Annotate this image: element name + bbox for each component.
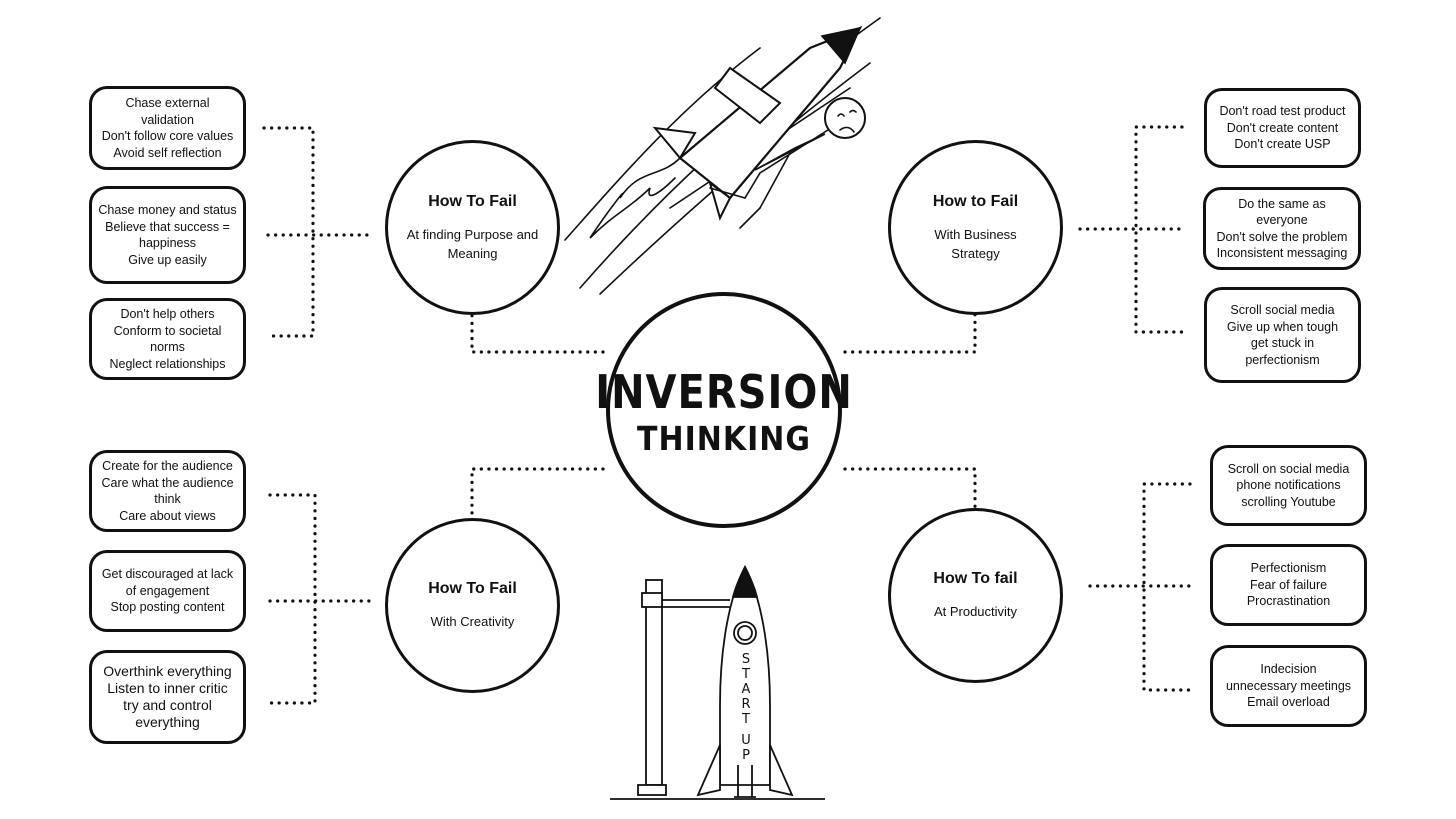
- item-line: Overthink everything: [103, 663, 232, 679]
- inversion-thinking-center: INVERSION THINKING: [595, 292, 852, 528]
- item-line: think: [154, 492, 181, 506]
- item-line: Inconsistent messaging: [1216, 246, 1348, 260]
- item-line: Perfectionism: [1250, 561, 1327, 576]
- rocket-letter: U: [741, 733, 751, 748]
- rocket-letter: P: [742, 748, 750, 763]
- node-subtitle: With Business Strategy: [934, 226, 1017, 261]
- item-line: Don't create USP: [1234, 137, 1331, 152]
- productivity-item-box: Perfectionism Fear of failure Procrastin…: [1210, 544, 1367, 626]
- purpose-item-box: Chase money and status Believe that succ…: [89, 186, 246, 284]
- launch-rocket-illustration: [610, 565, 825, 800]
- rocket-letter: R: [741, 697, 751, 712]
- creativity-connector: [268, 493, 317, 705]
- node-subtitle: With Creativity: [430, 614, 515, 629]
- rocket-letter: S: [741, 652, 751, 667]
- flying-rocket-illustration: [564, 17, 881, 295]
- item-line: perfectionism: [1245, 352, 1320, 367]
- item-line: try and control: [123, 697, 212, 713]
- item-line: Don't road test product: [1219, 104, 1346, 119]
- item-line: Get discouraged at lack: [101, 567, 234, 582]
- node-creativity: How To Fail With Creativity: [385, 518, 560, 693]
- item-line: Give up when tough: [1226, 319, 1339, 334]
- creativity-item-box: Overthink everything Listen to inner cri…: [89, 650, 246, 744]
- item-line: happiness: [139, 236, 196, 250]
- item-line: Chase external: [125, 96, 210, 110]
- item-line: Neglect relationships: [109, 356, 226, 371]
- node-subtitle: At finding Purpose and Meaning: [406, 226, 539, 261]
- business-item-box: Don't road test product Don't create con…: [1204, 88, 1361, 168]
- item-line: Don't solve the problem: [1216, 229, 1348, 244]
- item-line: Chase money and status: [98, 203, 237, 217]
- item-line: Stop posting content: [110, 600, 225, 615]
- item-line: Scroll social media: [1230, 303, 1335, 317]
- purpose-item-box: Chase external validation Don't follow c…: [89, 86, 246, 170]
- item-line: Don't create content: [1226, 120, 1339, 135]
- business-connector: [1134, 125, 1184, 334]
- item-line: unnecessary meetings: [1225, 678, 1352, 693]
- node-purpose: How To Fail At finding Purpose and Meani…: [385, 140, 560, 315]
- item-line: get stuck in: [1250, 336, 1315, 350]
- center-title-line1: INVERSION: [595, 366, 853, 419]
- item-line: of engagement: [125, 583, 210, 598]
- item-line: Give up easily: [128, 252, 207, 267]
- node-title: How to Fail: [932, 192, 1019, 210]
- item-line: Fear of failure: [1249, 577, 1328, 592]
- item-line: norms: [150, 340, 185, 354]
- node-title: How To Fail: [428, 192, 517, 210]
- item-line: Scroll on social media: [1227, 461, 1350, 476]
- item-line: Do the same as everyone: [1238, 196, 1326, 228]
- rocket-label: S T A R T U P: [738, 652, 754, 763]
- node-title: How To Fail: [428, 580, 517, 597]
- purpose-item-box: Don't help others Conform to societal no…: [89, 298, 246, 380]
- productivity-connector: [1142, 482, 1192, 692]
- item-line: validation: [141, 112, 194, 127]
- item-line: Email overload: [1247, 695, 1330, 710]
- item-line: Procrastination: [1246, 594, 1331, 609]
- productivity-item-box: Scroll on social media phone notificatio…: [1210, 445, 1367, 526]
- item-line: Don't follow core values: [101, 129, 234, 143]
- item-line: Care what the audience: [101, 475, 234, 490]
- purpose-connector: [262, 126, 315, 338]
- creativity-item-box: Get discouraged at lack of engagement St…: [89, 550, 246, 632]
- node-productivity: How To fail At Productivity: [888, 508, 1063, 683]
- center-title-line2: THINKING: [637, 419, 811, 459]
- item-line: Listen to inner critic: [107, 680, 228, 696]
- item-line: Don't help others: [120, 307, 215, 321]
- item-line: Conform to societal: [113, 323, 222, 338]
- item-line: Believe that success =: [105, 219, 230, 234]
- business-item-box: Scroll social media Give up when tough g…: [1204, 287, 1361, 383]
- rocket-letter: T: [742, 712, 750, 727]
- item-line: phone notifications: [1236, 478, 1341, 493]
- item-line: Indecision: [1260, 662, 1317, 677]
- rocket-letter: A: [741, 682, 751, 697]
- item-line: everything: [135, 714, 200, 730]
- node-business: How to Fail With Business Strategy: [888, 140, 1063, 315]
- productivity-item-box: Indecision unnecessary meetings Email ov…: [1210, 645, 1367, 727]
- node-subtitle: At Productivity: [933, 604, 1018, 619]
- rocket-letter: T: [742, 667, 750, 682]
- item-line: scrolling Youtube: [1241, 494, 1336, 509]
- item-line: Avoid self reflection: [113, 145, 222, 160]
- creativity-item-box: Create for the audience Care what the au…: [89, 450, 246, 532]
- business-item-box: Do the same as everyone Don't solve the …: [1203, 187, 1361, 270]
- center-to-creativity: [470, 467, 605, 538]
- node-title: How To fail: [933, 570, 1018, 587]
- item-line: Create for the audience: [102, 459, 233, 473]
- item-line: Care about views: [119, 508, 216, 523]
